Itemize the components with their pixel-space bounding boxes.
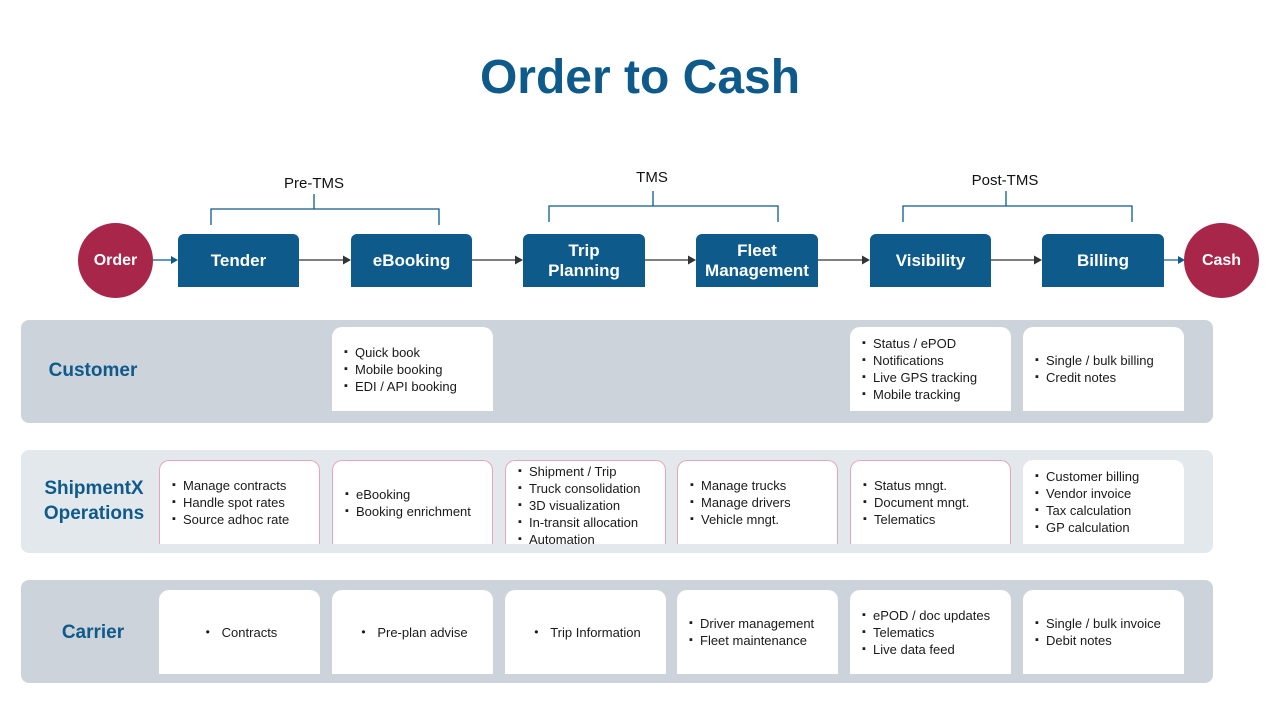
bullet-list: Trip Information: [534, 624, 641, 641]
card-carrier-billing: Single / bulk invoiceDebit notes: [1023, 590, 1184, 674]
bullet-item: Manage contracts: [172, 477, 311, 494]
step-billing: Billing: [1042, 234, 1164, 287]
card-carrier-tender: Contracts: [159, 590, 320, 674]
bullet-item: Booking enrichment: [345, 503, 484, 520]
bullet-list: Manage trucksManage driversVehicle mngt.: [690, 477, 829, 528]
bullet-list: Shipment / TripTruck consolidation3D vis…: [518, 463, 657, 544]
bullet-item: Shipment / Trip: [518, 463, 657, 480]
bullet-item: Telematics: [862, 624, 1003, 641]
bullet-item: Notifications: [862, 352, 1003, 369]
card-carrier-fleet: Driver managementFleet maintenance: [677, 590, 838, 674]
bullet-item: Truck consolidation: [518, 480, 657, 497]
step-fleet-management: Fleet Management: [696, 234, 818, 287]
bullet-item: Live GPS tracking: [862, 369, 1003, 386]
step-visibility: Visibility: [870, 234, 991, 287]
bullet-item: Vehicle mngt.: [690, 511, 829, 528]
bullet-item: Single / bulk billing: [1035, 352, 1176, 369]
bullet-item: Status / ePOD: [862, 335, 1003, 352]
bullet-item: Status mngt.: [863, 477, 1002, 494]
bullet-list: Single / bulk billingCredit notes: [1035, 352, 1176, 386]
phase-brackets: [153, 191, 1185, 265]
bullet-item: Fleet maintenance: [689, 632, 830, 649]
bullet-item: Pre-plan advise: [361, 624, 467, 641]
card-ops-tender: Manage contractsHandle spot ratesSource …: [159, 460, 320, 544]
bullet-item: GP calculation: [1035, 519, 1176, 536]
card-ops-ebooking: eBookingBooking enrichment: [332, 460, 493, 544]
bullet-list: Status / ePODNotificationsLive GPS track…: [862, 335, 1003, 403]
bullet-item: Mobile tracking: [862, 386, 1003, 403]
bullet-item: Trip Information: [534, 624, 641, 641]
bullet-item: Manage trucks: [690, 477, 829, 494]
bullet-item: Telematics: [863, 511, 1002, 528]
bullet-list: Customer billingVendor invoiceTax calcul…: [1035, 468, 1176, 536]
bullet-list: Contracts: [206, 624, 278, 641]
card-ops-visibility: Status mngt.Document mngt.Telematics: [850, 460, 1011, 544]
phase-label-pre-tms: Pre-TMS: [284, 175, 344, 192]
card-customer-visibility: Status / ePODNotificationsLive GPS track…: [850, 327, 1011, 411]
phase-label-post-tms: Post-TMS: [971, 172, 1039, 189]
bullet-item: Contracts: [206, 624, 278, 641]
bullet-list: Single / bulk invoiceDebit notes: [1035, 615, 1176, 649]
step-tender: Tender: [178, 234, 299, 287]
cash-circle: Cash: [1184, 223, 1259, 298]
bullet-list: Status mngt.Document mngt.Telematics: [863, 477, 1002, 528]
bullet-item: In-transit allocation: [518, 514, 657, 531]
bullet-list: Driver managementFleet maintenance: [689, 615, 830, 649]
bullet-item: Document mngt.: [863, 494, 1002, 511]
bullet-list: ePOD / doc updatesTelematicsLive data fe…: [862, 607, 1003, 658]
card-ops-billing: Customer billingVendor invoiceTax calcul…: [1023, 460, 1184, 544]
bullet-item: Customer billing: [1035, 468, 1176, 485]
bullet-item: Automation: [518, 531, 657, 544]
card-customer-ebooking: Quick bookMobile bookingEDI / API bookin…: [332, 327, 493, 411]
order-circle: Order: [78, 223, 153, 298]
bullet-item: 3D visualization: [518, 497, 657, 514]
bullet-item: ePOD / doc updates: [862, 607, 1003, 624]
card-ops-fleet: Manage trucksManage driversVehicle mngt.: [677, 460, 838, 544]
bullet-item: Quick book: [344, 344, 485, 361]
bullet-item: Vendor invoice: [1035, 485, 1176, 502]
bullet-list: Manage contractsHandle spot ratesSource …: [172, 477, 311, 528]
page-title: Order to Cash: [479, 51, 801, 104]
bullet-item: Debit notes: [1035, 632, 1176, 649]
bullet-item: Source adhoc rate: [172, 511, 311, 528]
bullet-item: eBooking: [345, 486, 484, 503]
lane-label-operations: ShipmentX Operations: [43, 478, 145, 524]
card-carrier-trip: Trip Information: [505, 590, 666, 674]
lane-label-carrier: Carrier: [61, 621, 125, 643]
lane-label-customer: Customer: [48, 359, 138, 381]
bullet-item: Credit notes: [1035, 369, 1176, 386]
bullet-item: Tax calculation: [1035, 502, 1176, 519]
bullet-item: EDI / API booking: [344, 378, 485, 395]
step-ebooking: eBooking: [351, 234, 472, 287]
bullet-item: Handle spot rates: [172, 494, 311, 511]
bullet-item: Live data feed: [862, 641, 1003, 658]
bullet-item: Driver management: [689, 615, 830, 632]
bullet-list: eBookingBooking enrichment: [345, 486, 484, 520]
step-trip-planning: Trip Planning: [523, 234, 645, 287]
bullet-list: Pre-plan advise: [361, 624, 467, 641]
card-ops-trip: Shipment / TripTruck consolidation3D vis…: [505, 460, 666, 544]
bullet-list: Quick bookMobile bookingEDI / API bookin…: [344, 344, 485, 395]
bullet-item: Mobile booking: [344, 361, 485, 378]
card-carrier-ebooking: Pre-plan advise: [332, 590, 493, 674]
phase-label-tms: TMS: [636, 169, 668, 186]
card-carrier-visibility: ePOD / doc updatesTelematicsLive data fe…: [850, 590, 1011, 674]
lane-customer: [21, 320, 1213, 423]
card-customer-billing: Single / bulk billingCredit notes: [1023, 327, 1184, 411]
bullet-item: Single / bulk invoice: [1035, 615, 1176, 632]
bullet-item: Manage drivers: [690, 494, 829, 511]
